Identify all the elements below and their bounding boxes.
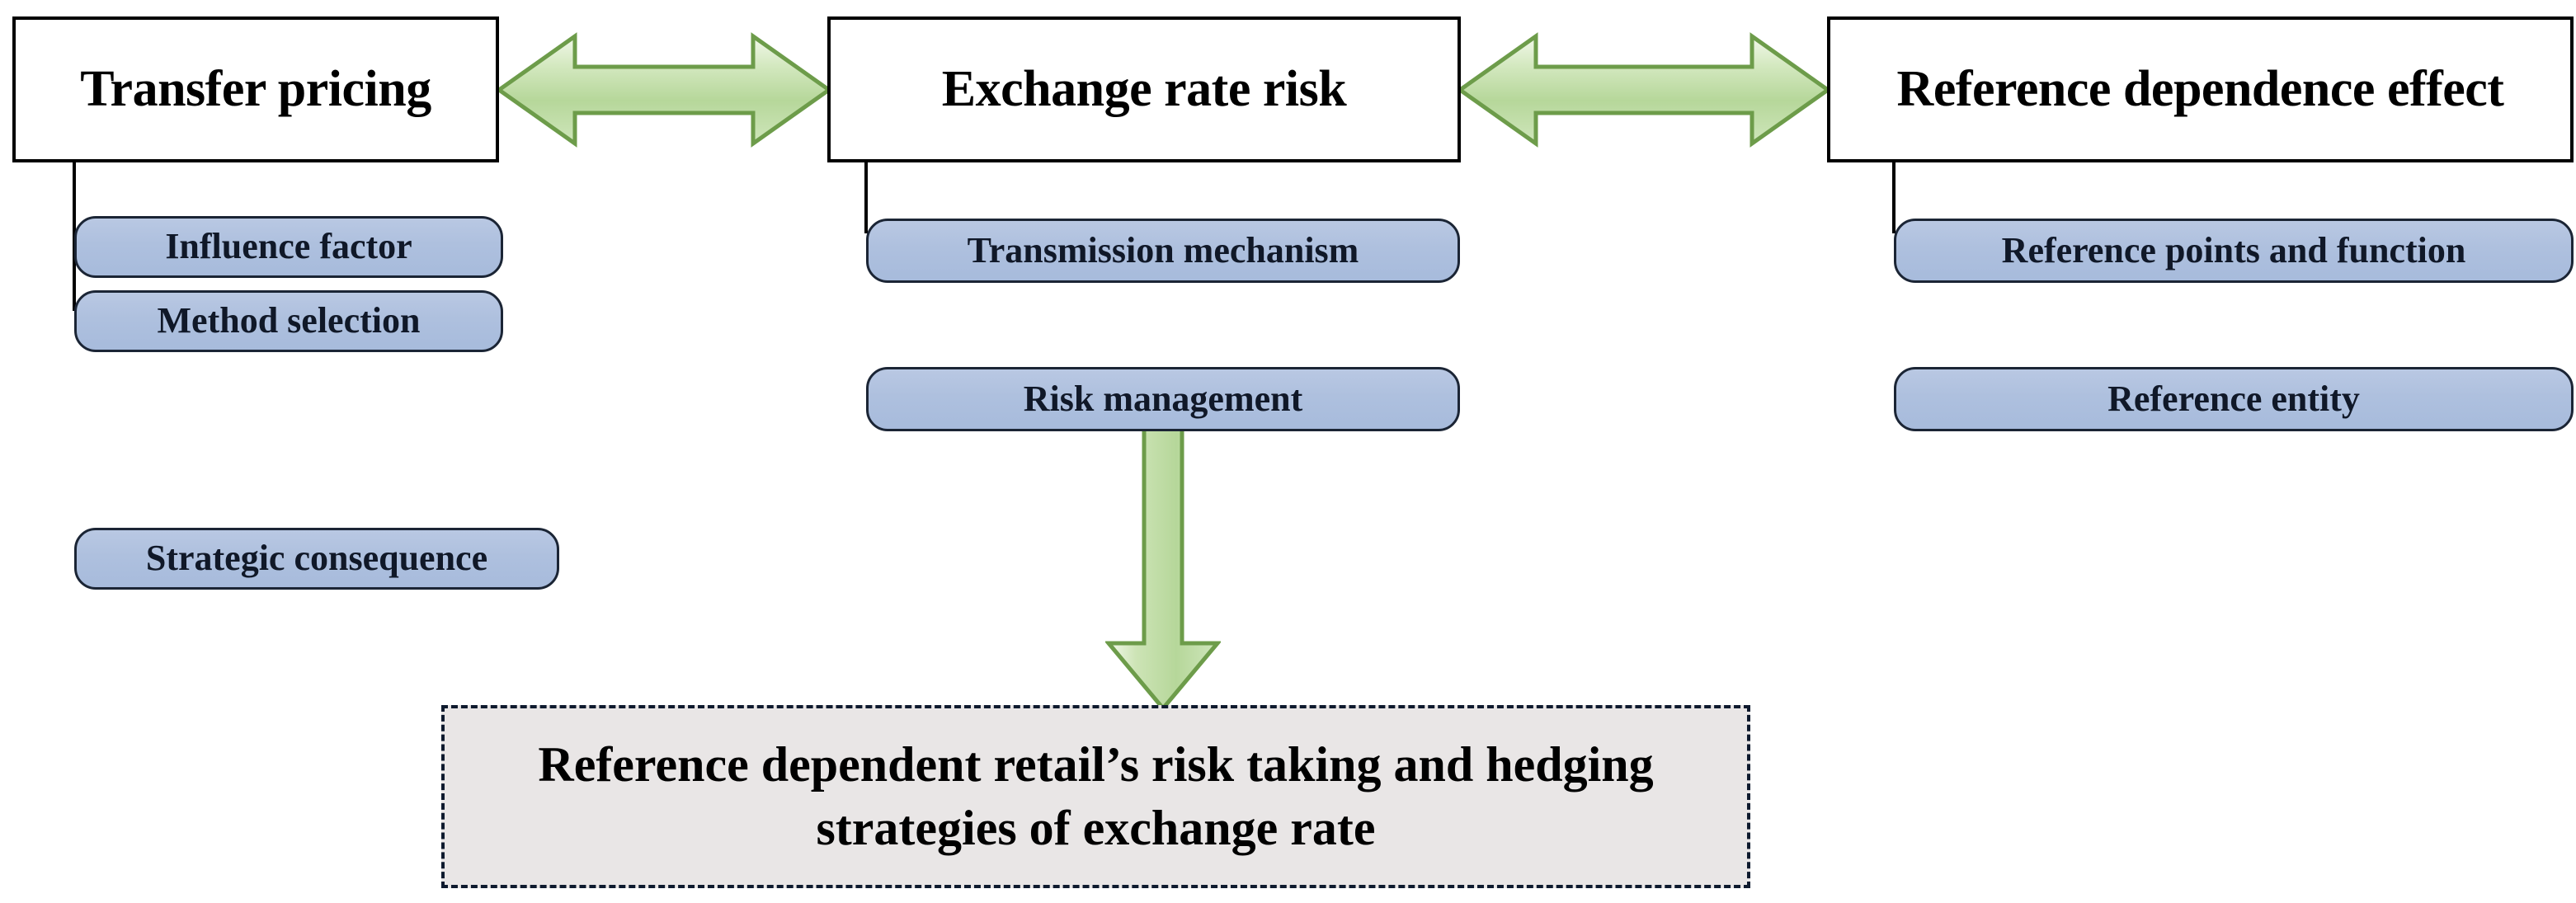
sub-box-label-reference-points-and-function: Reference points and function <box>2001 229 2466 270</box>
pillar-label-transfer-pricing: Transfer pricing <box>80 60 431 117</box>
sub-box-label-strategic-consequence: Strategic consequence <box>145 538 488 579</box>
sub-box-label-method-selection: Method selection <box>157 300 421 341</box>
pillar-box-exchange-rate-risk[interactable]: Exchange rate risk <box>827 16 1461 162</box>
outcome-text-line-2: strategies of exchange rate <box>816 801 1376 855</box>
sub-box-reference-points-and-function[interactable]: Reference points and function <box>1894 219 2574 283</box>
outcome-text: Reference dependent retail’s risk taking… <box>516 733 1674 860</box>
pillar-label-exchange-rate-risk: Exchange rate risk <box>941 60 1347 117</box>
sub-box-influence-factor[interactable]: Influence factor <box>74 216 503 278</box>
pillar-box-reference-dependence-effect[interactable]: Reference dependence effect <box>1827 16 2574 162</box>
sub-box-label-risk-management: Risk management <box>1023 378 1303 419</box>
sub-box-risk-management[interactable]: Risk management <box>866 367 1460 431</box>
sub-box-reference-entity[interactable]: Reference entity <box>1894 367 2574 431</box>
double-arrow-exchange-reference <box>1458 32 1830 148</box>
pillar-label-reference-dependence-effect: Reference dependence effect <box>1896 60 2504 117</box>
double-arrow-transfer-exchange <box>497 32 831 148</box>
outcome-box[interactable]: Reference dependent retail’s risk taking… <box>441 705 1750 888</box>
pillar-box-transfer-pricing[interactable]: Transfer pricing <box>12 16 499 162</box>
down-arrow-risk-management-to-outcome <box>1105 427 1221 711</box>
sub-box-transmission-mechanism[interactable]: Transmission mechanism <box>866 219 1460 283</box>
sub-box-strategic-consequence[interactable]: Strategic consequence <box>74 528 559 590</box>
connector-trunk-reference-dependence-effect <box>1892 161 1896 233</box>
outcome-text-line-1: Reference dependent retail’s risk taking… <box>538 737 1654 792</box>
sub-box-label-reference-entity: Reference entity <box>2107 378 2360 419</box>
sub-box-label-transmission-mechanism: Transmission mechanism <box>967 229 1359 270</box>
sub-box-label-influence-factor: Influence factor <box>165 226 412 267</box>
sub-box-method-selection[interactable]: Method selection <box>74 290 503 352</box>
connector-trunk-exchange-rate-risk <box>864 161 868 233</box>
